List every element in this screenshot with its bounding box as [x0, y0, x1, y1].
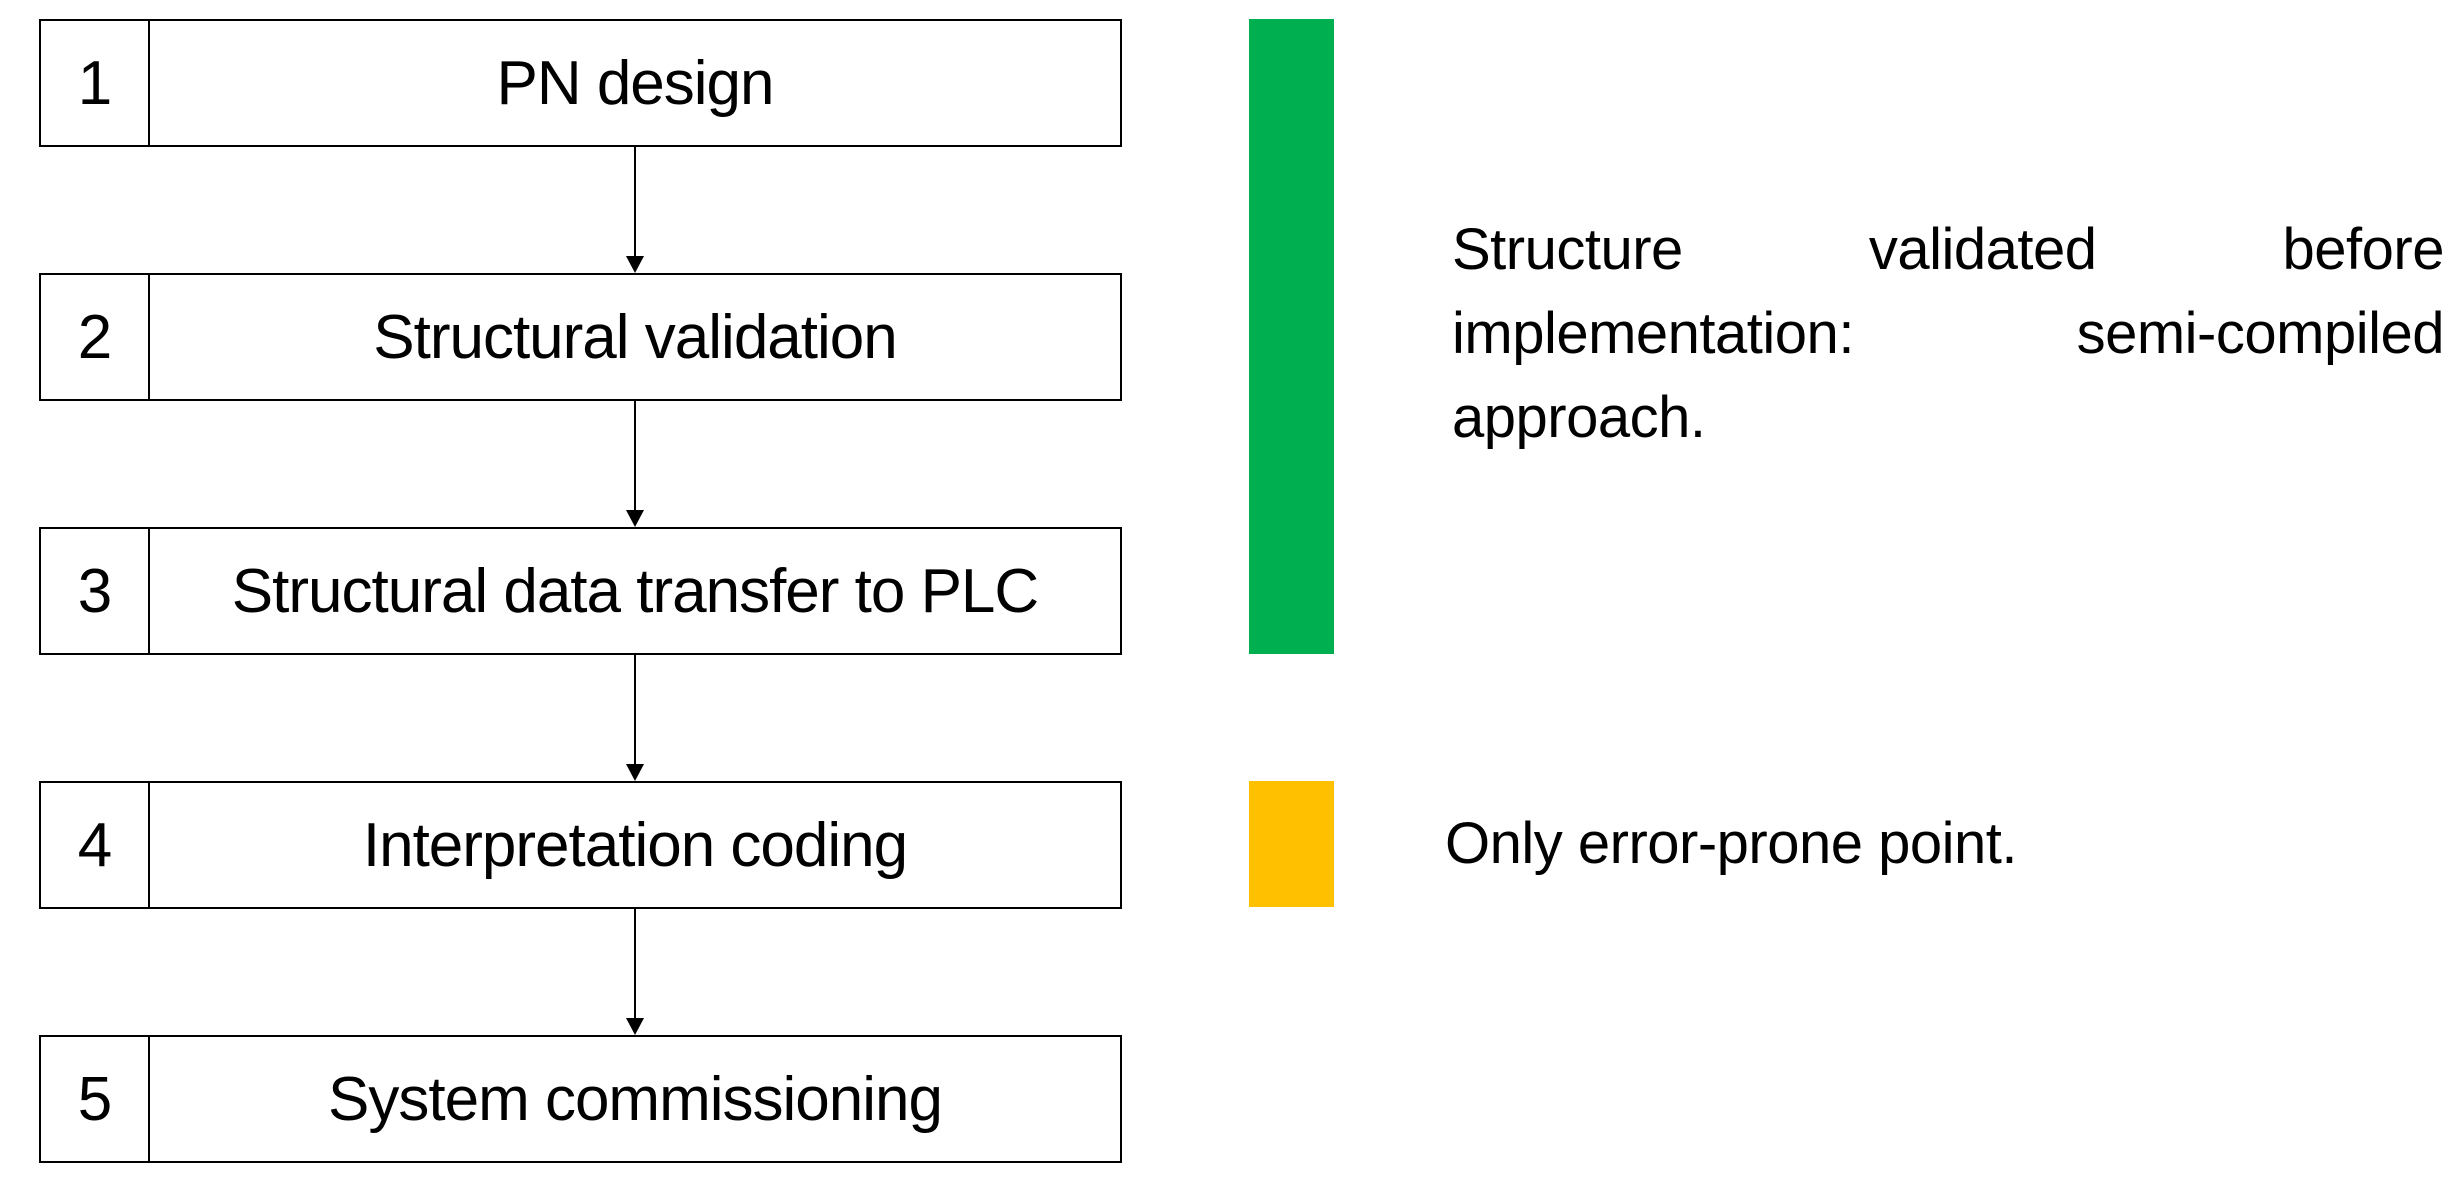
arrow-line [634, 909, 636, 1018]
step-4-label: Interpretation coding [362, 810, 908, 880]
step-2-label: Structural validation [373, 302, 898, 372]
flow-step-5: 5 System commissioning [39, 1035, 1122, 1163]
arrow-line [634, 147, 636, 256]
arrow-down-icon [626, 510, 644, 527]
step-5-label: System commissioning [328, 1064, 943, 1134]
step-1-label: PN design [496, 48, 774, 118]
arrow-line [634, 401, 636, 510]
flow-step-2: 2 Structural validation [39, 273, 1122, 401]
yellow-highlight-square [1249, 781, 1334, 907]
flow-step-3: 3 Structural data transfer to PLC [39, 527, 1122, 655]
step-3-label: Structural data transfer to PLC [231, 556, 1039, 626]
step-2-number: 2 [41, 275, 150, 399]
step-3-number: 3 [41, 529, 150, 653]
arrow-down-icon [626, 256, 644, 273]
flow-step-4: 4 Interpretation coding [39, 781, 1122, 909]
step-1-number: 1 [41, 21, 150, 145]
green-note-text: Structure validated before implementatio… [1452, 217, 2445, 450]
flow-step-1: 1 PN design [39, 19, 1122, 147]
arrow-down-icon [626, 764, 644, 781]
green-highlight-bar [1249, 19, 1334, 654]
arrow-line [634, 655, 636, 764]
step-5-number: 5 [41, 1037, 150, 1161]
arrow-down-icon [626, 1018, 644, 1035]
step-4-number: 4 [41, 783, 150, 907]
yellow-note-text: Only error-prone point. [1445, 811, 2017, 876]
